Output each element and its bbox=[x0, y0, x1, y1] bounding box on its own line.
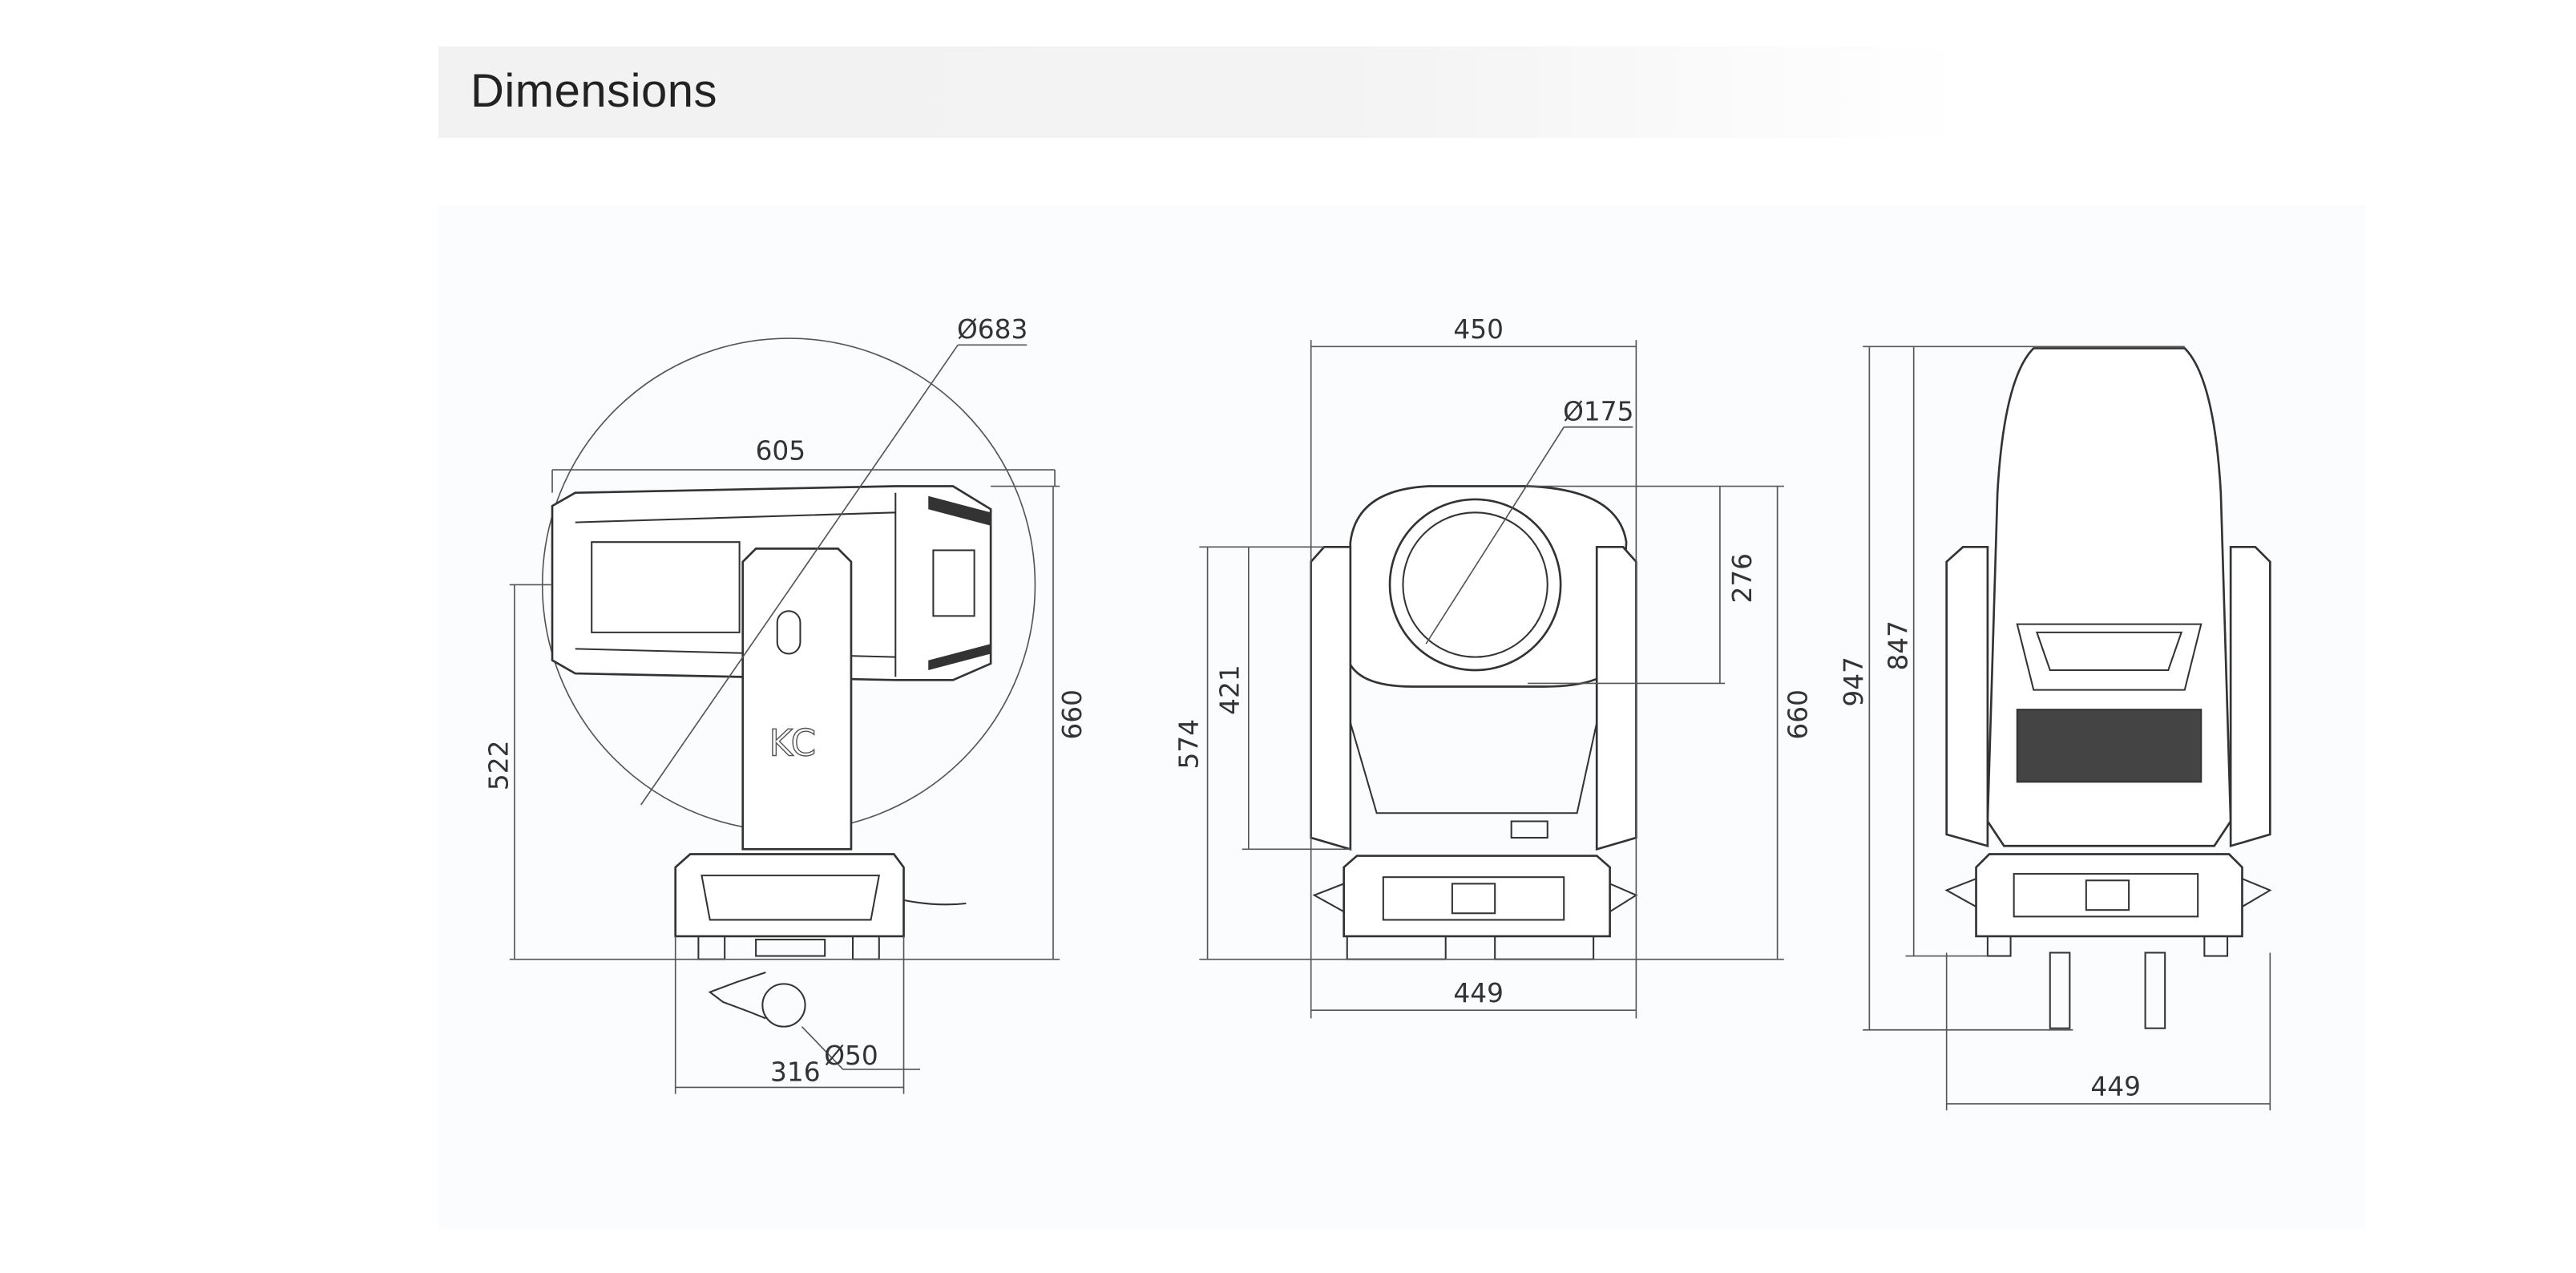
section-header: Dimensions bbox=[438, 46, 1961, 138]
section-title: Dimensions bbox=[470, 65, 717, 117]
dim-lens-diameter: Ø175 bbox=[1563, 397, 1633, 427]
dim-front-total-height: 660 bbox=[1783, 689, 1813, 740]
dim-pivot-height: 574 bbox=[1173, 719, 1204, 770]
dim-side-total-height: 660 bbox=[1057, 689, 1088, 740]
dim-arm-height: 421 bbox=[1215, 665, 1246, 715]
dim-swing-diameter: Ø683 bbox=[957, 314, 1028, 345]
dim-body-height: 847 bbox=[1883, 620, 1913, 671]
vent-grille bbox=[2016, 709, 2203, 783]
base-back bbox=[1975, 853, 2243, 938]
yoke bbox=[741, 548, 853, 851]
side-view: KC 605 Ø683 522 660 316 Ø50 bbox=[484, 314, 1088, 1094]
clamp bbox=[761, 983, 806, 1028]
dim-yoke-height: 522 bbox=[484, 741, 515, 791]
dim-head-height: 276 bbox=[1727, 553, 1758, 604]
dim-side-base-width: 316 bbox=[770, 1057, 821, 1087]
dim-clamp-diameter: Ø50 bbox=[824, 1041, 878, 1071]
dim-front-base-width: 449 bbox=[1453, 978, 1504, 1008]
svg-text:KC: KC bbox=[769, 722, 817, 765]
dim-head-width: 450 bbox=[1453, 314, 1504, 345]
base bbox=[674, 853, 905, 938]
dim-back-total-height: 947 bbox=[1839, 657, 1869, 707]
dim-back-base-width: 449 bbox=[2090, 1072, 2141, 1102]
front-view: 450 449 Ø175 276 660 421 574 bbox=[1173, 314, 1813, 1019]
base-front bbox=[1343, 855, 1611, 938]
back-view: 947 847 449 bbox=[1839, 346, 2272, 1111]
dim-head-length: 605 bbox=[756, 436, 806, 467]
